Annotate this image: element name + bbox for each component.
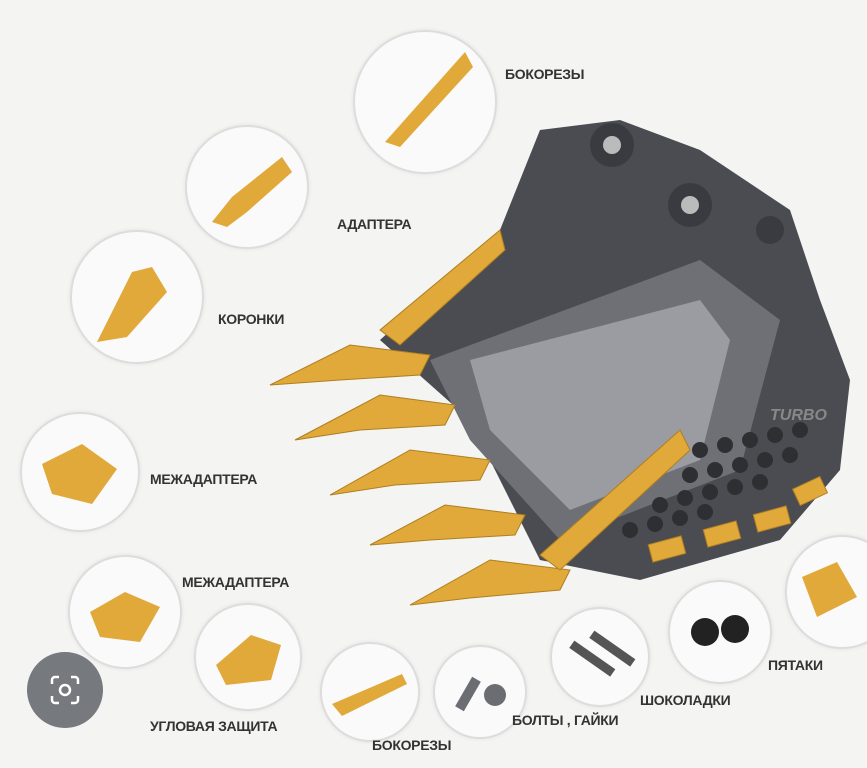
adapter-circle: [185, 125, 309, 249]
side-cutter-bottom-circle: [320, 642, 420, 742]
wear-buttons-circle: [668, 580, 772, 684]
label-side-cutters-bottom: БОКОРЕЗЫ: [372, 737, 452, 753]
wear-bars-circle: [550, 607, 650, 707]
label-side-cutters-top: БОКОРЕЗЫ: [505, 66, 585, 82]
label-adapters: АДАПТЕРА: [337, 216, 412, 232]
label-wear-bars: ШОКОЛАДКИ: [640, 692, 731, 708]
intermediate-adapter-1-circle: [20, 412, 140, 532]
intermediate-adapter-2-circle: [68, 555, 182, 669]
corner-part-circle: [785, 535, 867, 649]
label-intermediate-adapters-2: МЕЖАДАПТЕРА: [182, 574, 290, 590]
label-bolts-nuts: БОЛТЫ , ГАЙКИ: [512, 712, 619, 728]
lens-icon: [50, 675, 80, 705]
label-corner-protection: УГЛОВАЯ ЗАЩИТА: [150, 718, 278, 734]
tooth-circle: [70, 230, 204, 364]
label-intermediate-adapters-1: МЕЖАДАПТЕРА: [150, 471, 258, 487]
lens-search-button[interactable]: [27, 652, 103, 728]
side-cutter-top-circle: [353, 30, 497, 174]
label-wear-buttons: ПЯТАКИ: [768, 657, 823, 673]
bucket-brand-text: TURBO: [770, 407, 827, 424]
bolts-nuts-circle: [433, 645, 527, 739]
label-teeth: КОРОНКИ: [218, 311, 285, 327]
corner-protection-circle: [194, 603, 302, 711]
